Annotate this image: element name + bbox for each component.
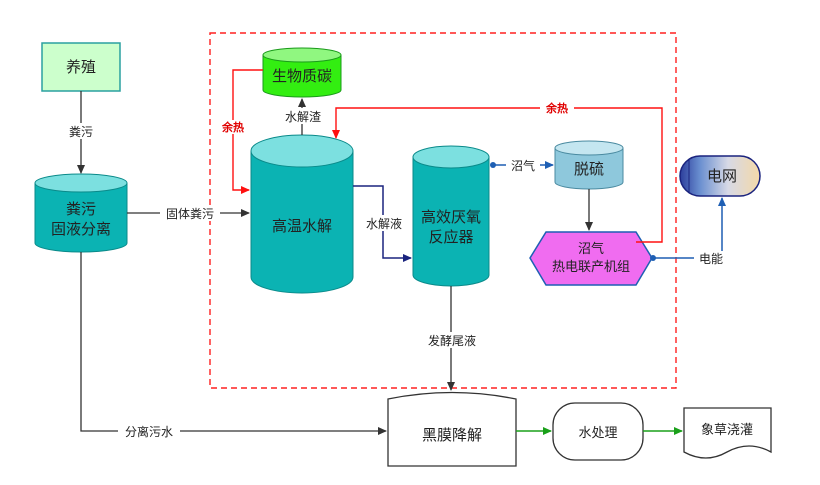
- edge-label-hydrolysate: 水解液: [366, 216, 402, 231]
- separation-cylinder: 粪污 固液分离: [34, 173, 128, 253]
- chp-unit-hexagon: 沼气 热电联产机组: [529, 231, 653, 286]
- edge-label-separated-wastewater: 分离污水: [125, 424, 173, 439]
- desulfurization-cylinder: 脱硫: [554, 140, 624, 190]
- reactor-label-line1: 高效厌氧: [421, 208, 481, 226]
- irrigation-node: 象草浇灌: [683, 407, 772, 459]
- edge-label-electricity: 电能: [699, 252, 723, 266]
- separation-label-line2: 固液分离: [51, 220, 111, 238]
- water-treatment-label: 水处理: [578, 426, 617, 441]
- biochar-cylinder: 生物质碳: [262, 47, 342, 98]
- edge-label-waste-heat-top: 余热: [545, 101, 568, 115]
- desulfurization-label: 脱硫: [574, 160, 604, 178]
- water-treatment-node: 水处理: [552, 402, 644, 461]
- membrane-label: 黑膜降解: [422, 426, 482, 444]
- breeding-label: 养殖: [66, 58, 96, 76]
- edge-waste-heat-top: [332, 107, 663, 243]
- chp-label-line2: 热电联产机组: [552, 260, 630, 275]
- hydrolysis-cylinder: 高温水解: [250, 134, 354, 294]
- power-grid-node: 电网: [679, 155, 761, 197]
- edge-separation-to-membrane: [80, 252, 387, 435]
- hydrolysis-label: 高温水解: [272, 217, 332, 235]
- membrane-degradation-node: 黑膜降解: [387, 391, 517, 467]
- separation-label-line1: 粪污: [66, 200, 96, 218]
- edge-label-waste-heat-left: 余热: [221, 120, 244, 134]
- reactor-label-line2: 反应器: [428, 228, 473, 246]
- edge-label-biogas: 沼气: [511, 158, 535, 173]
- edge-label-hydrolysis-residue: 水解渣: [285, 110, 321, 124]
- anaerobic-reactor-cylinder: 高效厌氧 反应器: [412, 145, 490, 287]
- grid-label: 电网: [707, 167, 737, 185]
- chp-label-line1: 沼气: [578, 241, 604, 257]
- irrigation-label: 象草浇灌: [701, 423, 753, 438]
- edge-label-solid-manure: 固体粪污: [166, 207, 214, 221]
- edge-label-manure: 粪污: [69, 125, 93, 139]
- edge-label-fermentation-tail: 发酵尾液: [428, 333, 476, 348]
- breeding-node: 养殖: [41, 42, 121, 92]
- biochar-label: 生物质碳: [272, 67, 332, 85]
